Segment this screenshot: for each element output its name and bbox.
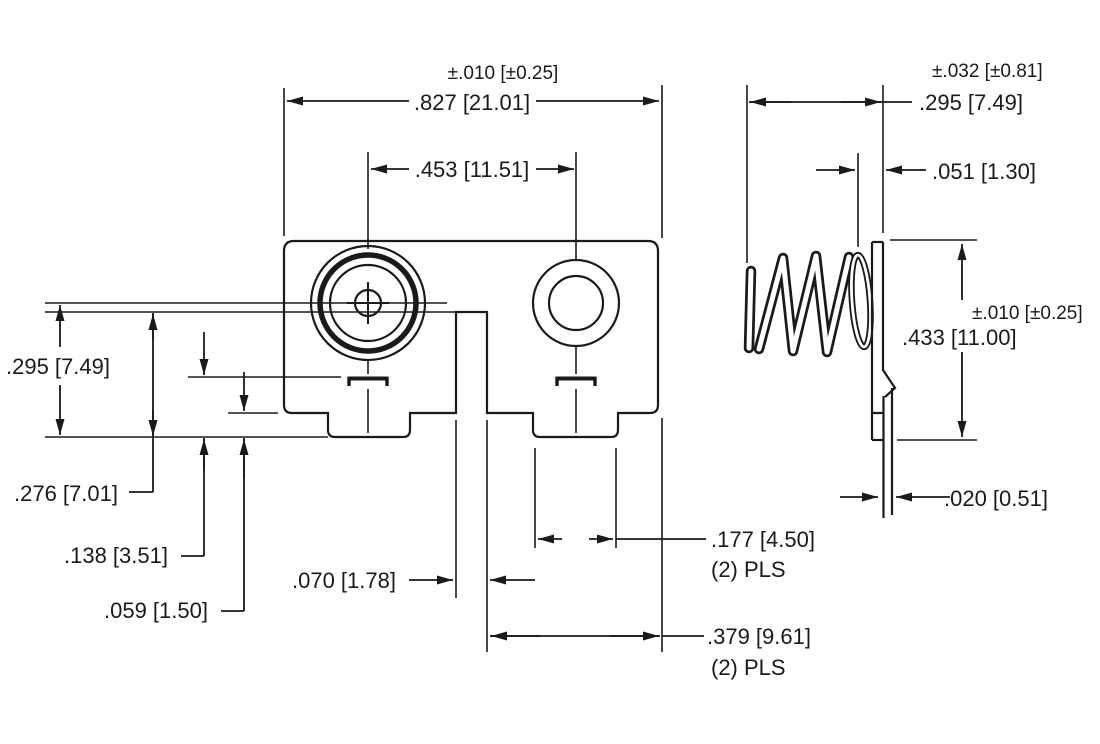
right-hole xyxy=(531,258,621,348)
dimension-plate-offset: .051 [1.30] xyxy=(816,159,1036,184)
dimension-height-side: ±.010 [±0.25] .433 [11.00] xyxy=(902,244,1083,437)
dimension-tab-to-foot: .138 [3.51] xyxy=(64,332,209,568)
thickness-label: .020 [0.51] xyxy=(944,486,1048,511)
width-label: .827 [21.01] xyxy=(414,90,530,115)
dimension-slot-width: .070 [1.78] xyxy=(292,568,535,593)
hole-spacing-label: .453 [11.51] xyxy=(415,157,530,182)
retention-barb xyxy=(882,369,897,398)
dimension-depth: ±.032 [±0.81] .295 [7.49] xyxy=(749,61,1043,115)
edge-to-foot-label: .059 [1.50] xyxy=(104,598,208,623)
height-label: .295 [7.49] xyxy=(6,354,110,379)
contact-body-outline xyxy=(282,239,660,439)
side-height-label: .433 [11.00] xyxy=(902,325,1017,350)
plate-offset-label: .051 [1.30] xyxy=(932,159,1036,184)
dimension-edge-to-foot: .059 [1.50] xyxy=(104,372,249,623)
height-tolerance-label: ±.010 [±0.25] xyxy=(972,303,1083,324)
back-plate xyxy=(870,240,897,518)
slot-to-edge-note: (2) PLS xyxy=(711,655,786,680)
foot-width-label: .177 [4.50] xyxy=(711,527,815,552)
dimension-height-left: .295 [7.49] xyxy=(6,305,110,435)
front-view xyxy=(45,85,663,652)
dimension-hole-spacing: .453 [11.51] xyxy=(371,157,574,182)
slot-to-edge-label: .379 [9.61] xyxy=(707,624,811,649)
depth-tolerance-label: ±.032 [±0.81] xyxy=(932,61,1043,82)
dimension-foot-width: .177 [4.50] (2) PLS xyxy=(538,527,815,582)
right-solder-tab xyxy=(555,376,597,386)
slot-width-label: .070 [1.78] xyxy=(292,568,396,593)
dimension-material-thickness: .020 [0.51] xyxy=(840,486,1048,511)
depth-label: .295 [7.49] xyxy=(919,90,1023,115)
spring-coil xyxy=(743,250,874,358)
foot-width-note: (2) PLS xyxy=(711,557,786,582)
centerlines xyxy=(367,152,577,433)
tab-to-foot-label: .138 [3.51] xyxy=(64,543,168,568)
dimension-overall-width: ±.010 [±0.25] .827 [21.01] xyxy=(287,63,659,115)
dimension-slot-top-height: .276 [7.01] xyxy=(14,313,158,506)
extension-lines-front xyxy=(45,85,663,652)
extension-lines-side xyxy=(746,85,977,441)
slot-top-height-label: .276 [7.01] xyxy=(14,481,118,506)
left-solder-tab xyxy=(347,376,389,386)
dimension-slot-to-edge: .379 [9.61] (2) PLS xyxy=(490,624,811,680)
width-tolerance-label: ±.010 [±0.25] xyxy=(448,63,559,84)
side-view xyxy=(743,85,977,518)
